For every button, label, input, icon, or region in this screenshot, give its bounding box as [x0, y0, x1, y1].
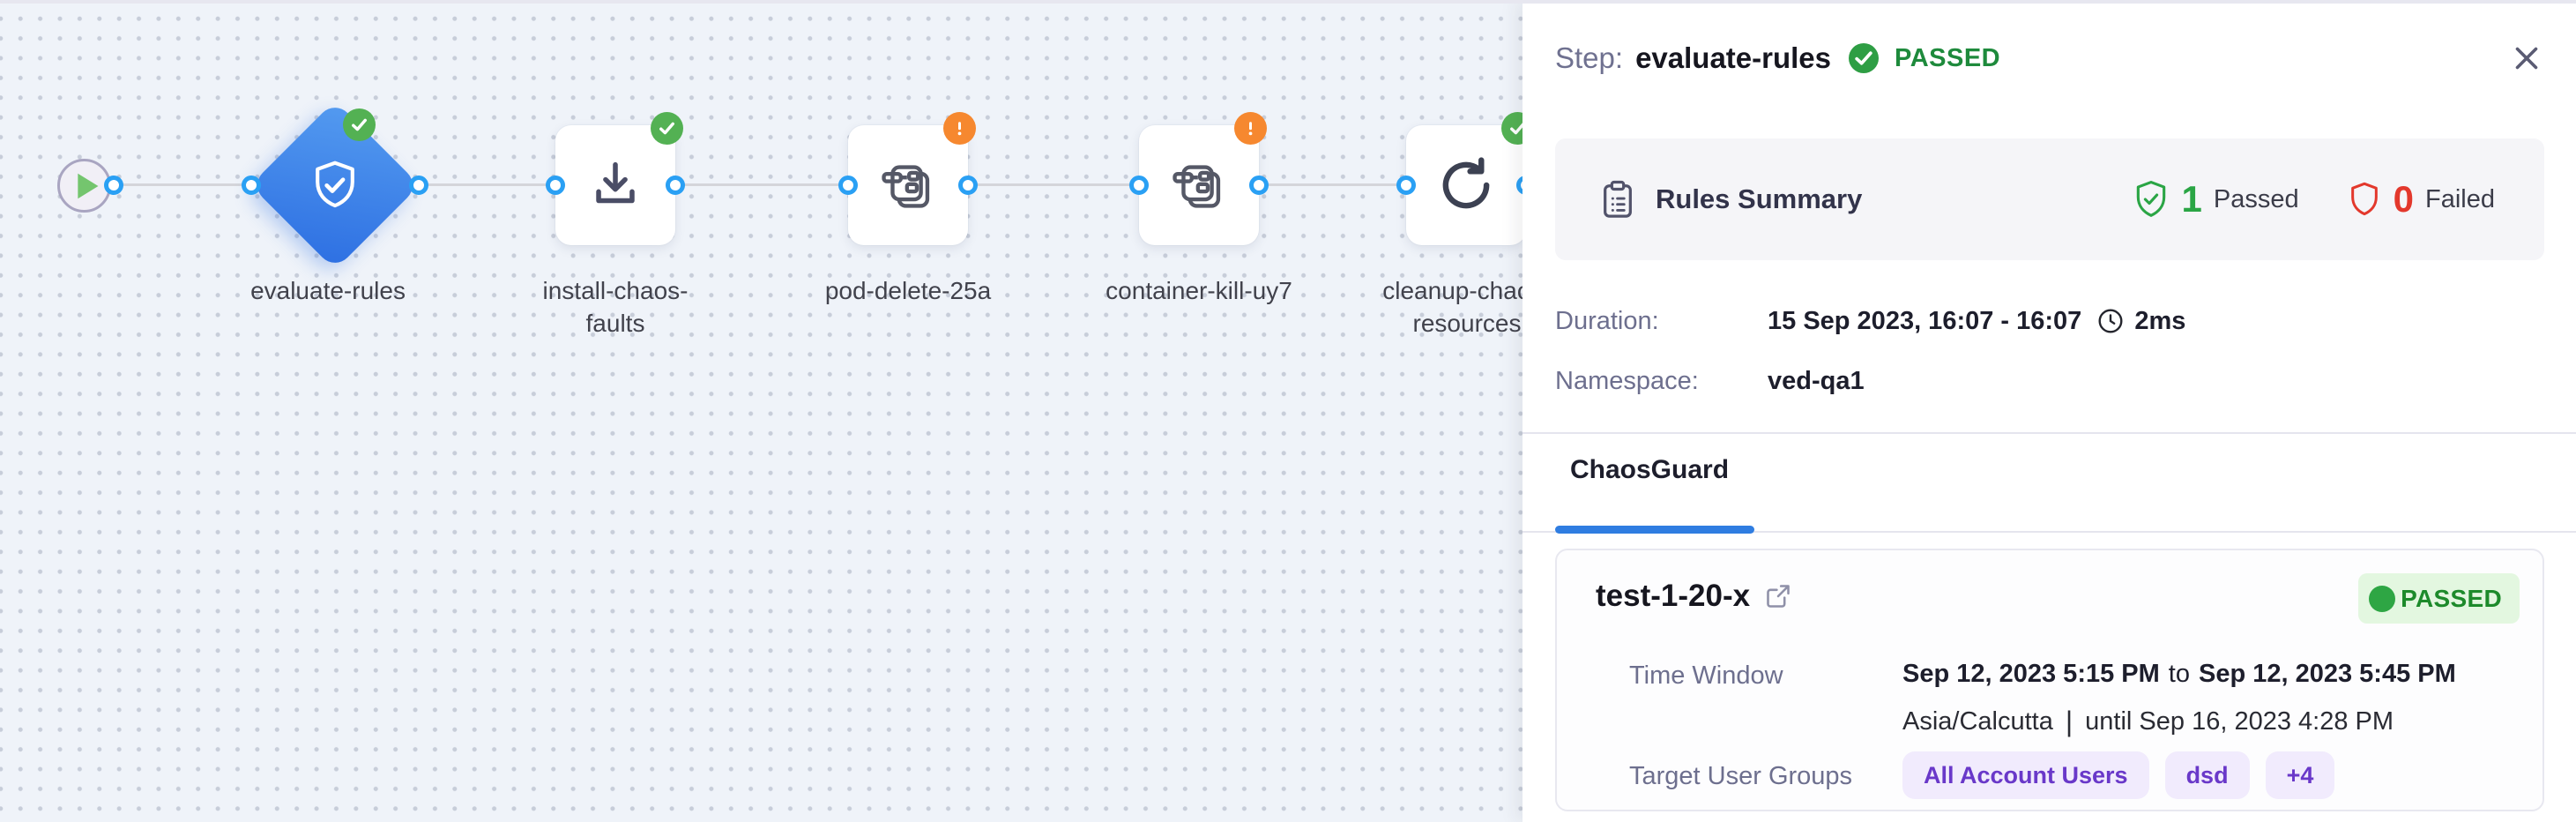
success-badge-icon [651, 112, 683, 145]
chaos-fault-icon [875, 152, 942, 219]
workflow-node-install-chaos-faults[interactable] [555, 112, 683, 245]
external-link-icon[interactable] [1764, 582, 1792, 610]
start-node[interactable] [57, 159, 111, 213]
step-name: evaluate-rules [1635, 41, 1832, 74]
node-label: install-chaos-faults [542, 277, 689, 337]
step-details-panel: Step: evaluate-rules PASSED Rules Summar… [1523, 0, 2576, 822]
guard-name: test-1-20-x [1596, 579, 1751, 613]
node-label: pod-delete-25a [824, 277, 992, 304]
connector-port [409, 176, 428, 195]
top-divider [0, 0, 2576, 4]
edge-connector [114, 183, 251, 186]
node-label: evaluate-rules [250, 277, 406, 304]
duration-label: Duration: [1555, 306, 1659, 335]
duration-value: 15 Sep 2023, 16:07 - 16:07 [1768, 306, 2082, 335]
edge-connector [419, 183, 555, 186]
warning-badge-icon [943, 112, 976, 145]
node-label: cleanup-chaos-resources [1382, 277, 1523, 337]
passed-count: 1 [2181, 178, 2202, 220]
failed-count: 0 [2393, 178, 2414, 220]
failed-label: Failed [2425, 184, 2495, 213]
timezone-line: Asia/Calcutta | until Sep 16, 2023 4:28 … [1902, 706, 2394, 738]
connector-port [1396, 176, 1416, 195]
duration-time: 2ms [2134, 306, 2186, 335]
namespace-label: Namespace: [1555, 366, 1699, 395]
status-dot [2369, 585, 2396, 612]
time-window-value: Sep 12, 2023 5:15 PM to Sep 12, 2023 5:4… [1902, 660, 2456, 689]
connector-port [1129, 176, 1149, 195]
workflow-node-pod-delete-25a[interactable] [848, 112, 976, 245]
namespace-value: ved-qa1 [1768, 366, 1865, 395]
rules-summary-row: Rules Summary 1 Passed [1555, 138, 2544, 260]
edge-connector [1259, 183, 1406, 186]
timezone: Asia/Calcutta [1902, 707, 2053, 736]
connector-port [958, 176, 978, 195]
until-text: until Sep 16, 2023 4:28 PM [2085, 707, 2394, 736]
user-group-pill[interactable]: All Account Users [1902, 751, 2149, 799]
node-label: container-kill-uy7 [1106, 277, 1292, 304]
time-window-to: to [2168, 660, 2190, 688]
connector-port [1249, 176, 1269, 195]
edge-connector [675, 183, 848, 186]
connector-port [1516, 176, 1523, 195]
shield-passed-icon [2132, 178, 2170, 220]
active-tab-indicator [1555, 526, 1754, 534]
namespace-row: Namespace: ved-qa1 [1555, 360, 1865, 402]
guard-status-badge: PASSED [2358, 573, 2520, 624]
workflow-node-cleanup-chaos-resources[interactable] [1406, 112, 1523, 245]
edge-connector [968, 183, 1139, 186]
user-group-pill[interactable]: dsd [2164, 751, 2250, 799]
warning-badge-icon [1234, 112, 1267, 145]
step-label: Step: [1555, 41, 1624, 74]
clipboard-icon [1599, 179, 1636, 220]
tab-chaosguard[interactable]: ChaosGuard [1570, 455, 1730, 484]
rules-summary-title: Rules Summary [1656, 183, 1863, 214]
connector-port [838, 176, 858, 195]
passed-check-icon [1849, 43, 1880, 73]
clock-icon [2097, 308, 2124, 334]
step-status-text: PASSED [1895, 43, 2001, 72]
connector-port [666, 176, 685, 195]
tab-bar-divider [1523, 531, 2576, 533]
timezone-separator: | [2065, 706, 2073, 737]
connector-port [242, 176, 261, 195]
success-badge-icon [1501, 112, 1523, 145]
user-group-pills: All Account Users dsd +4 [1902, 751, 2350, 799]
shield-check-icon [303, 153, 367, 217]
time-window-label: Time Window [1629, 661, 1783, 690]
workflow-node-container-kill-uy7[interactable] [1139, 112, 1267, 245]
time-window-start: Sep 12, 2023 5:15 PM [1902, 660, 2160, 688]
connector-port [546, 176, 565, 195]
success-badge-icon [343, 108, 376, 141]
panel-header: Step: evaluate-rules PASSED [1555, 32, 2000, 85]
download-icon [584, 154, 646, 216]
time-window-end: Sep 12, 2023 5:45 PM [2198, 660, 2456, 688]
failed-count-group: 0 Failed [2347, 178, 2495, 220]
shield-failed-icon [2347, 178, 2382, 220]
target-user-groups-label: Target User Groups [1629, 762, 1853, 790]
chaos-fault-icon [1165, 152, 1232, 219]
chaosguard-condition-card: test-1-20-x PASSED Time Window Sep 12, 2… [1555, 549, 2544, 811]
pipeline-canvas[interactable]: evaluate-rules install-chaos-faults [0, 0, 1523, 822]
section-divider [1523, 432, 2576, 434]
play-icon [74, 172, 101, 200]
refresh-icon [1433, 153, 1499, 218]
user-group-pill[interactable]: +4 [2265, 751, 2335, 799]
passed-label: Passed [2213, 184, 2299, 213]
connector-port [104, 176, 123, 195]
guard-status-text: PASSED [2401, 584, 2502, 612]
close-icon[interactable] [2507, 39, 2546, 78]
duration-row: Duration: 15 Sep 2023, 16:07 - 16:07 2ms [1555, 300, 2185, 342]
passed-count-group: 1 Passed [2132, 178, 2299, 220]
